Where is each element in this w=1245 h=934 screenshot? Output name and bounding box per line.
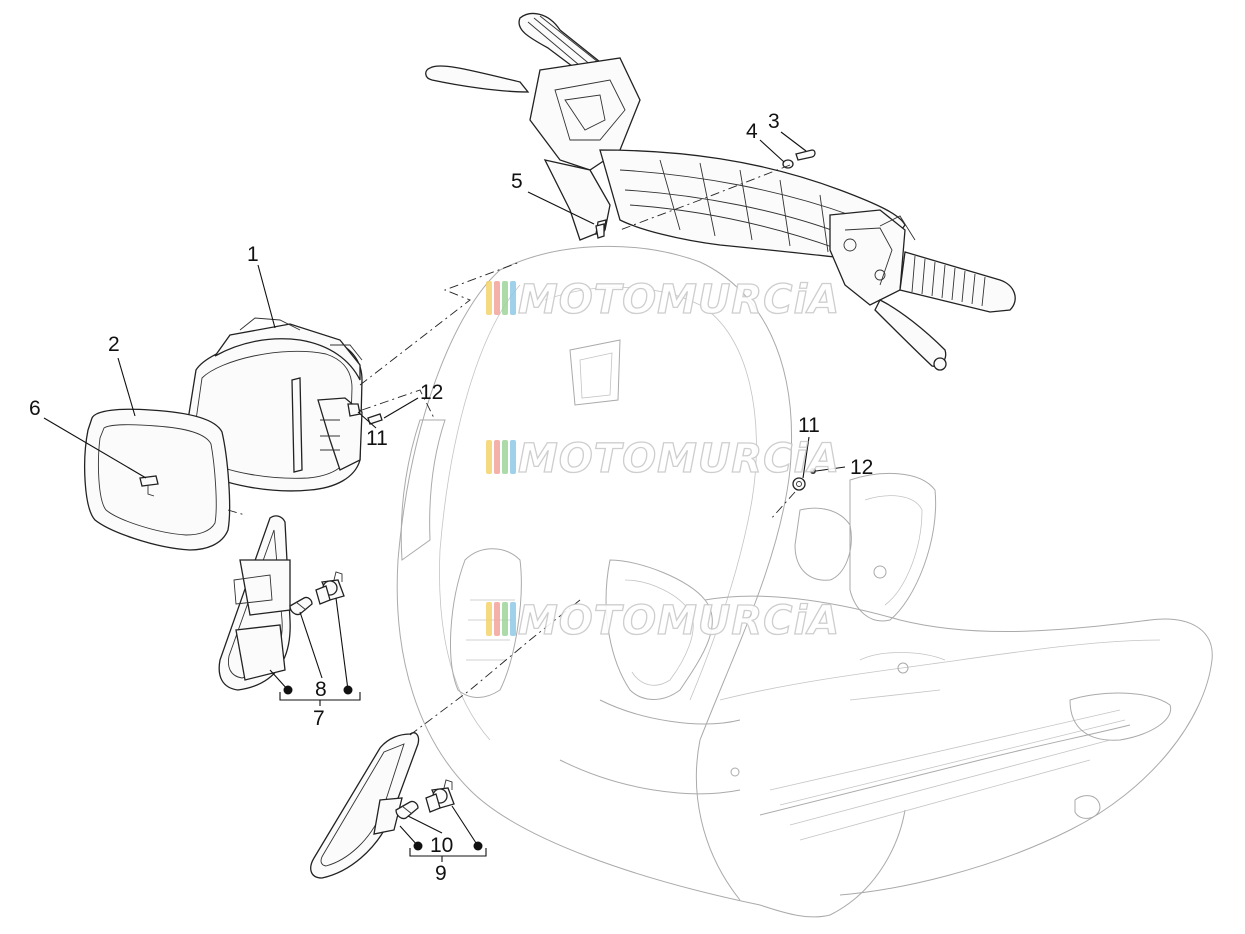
watermark-text: MOTOMURCiA xyxy=(518,277,840,323)
callout-2: 2 xyxy=(108,333,120,356)
callout-12-left: 12 xyxy=(420,381,443,404)
wm-stripe xyxy=(486,281,492,315)
callout-4: 4 xyxy=(746,120,758,143)
callout-8: 8 xyxy=(315,678,327,701)
wm-stripe xyxy=(486,440,492,474)
screw-part-5 xyxy=(595,223,605,239)
watermark-text: MOTOMURCiA xyxy=(518,436,840,482)
headlight-rim xyxy=(84,408,231,551)
callout-12-right: 12 xyxy=(850,456,873,479)
right-turn-signal xyxy=(310,732,420,879)
wm-stripe xyxy=(494,281,500,315)
callout-labels: 1 2 3 4 5 6 12 11 11 12 8 7 10 9 xyxy=(29,110,873,885)
bracket-dots xyxy=(283,685,483,851)
wm-stripe xyxy=(502,281,508,315)
leader-lines xyxy=(43,131,846,862)
right-bulb-holder xyxy=(425,779,455,813)
wm-stripe xyxy=(510,602,516,636)
wm-stripe xyxy=(502,440,508,474)
screw-part-3 xyxy=(795,149,816,161)
left-turn-signal xyxy=(218,515,291,691)
callout-11-right: 11 xyxy=(798,414,820,437)
wm-stripe xyxy=(494,602,500,636)
left-bulb-holder xyxy=(315,571,345,605)
callout-10: 10 xyxy=(430,834,453,857)
callout-5: 5 xyxy=(511,170,523,193)
callout-6: 6 xyxy=(29,397,41,420)
wm-stripe xyxy=(494,440,500,474)
washer-part-4 xyxy=(782,159,794,169)
right-bulb xyxy=(395,800,419,820)
wm-stripe xyxy=(510,281,516,315)
wm-stripe xyxy=(486,602,492,636)
handlebar-assembly xyxy=(425,12,1016,371)
callout-7: 7 xyxy=(313,707,325,730)
watermark-top: MOTOMURCiA xyxy=(486,276,840,324)
watermark-text: MOTOMURCiA xyxy=(518,598,840,644)
wm-stripe xyxy=(502,602,508,636)
left-bulb xyxy=(289,596,313,616)
assembly-dash-lines xyxy=(227,164,796,736)
callout-3: 3 xyxy=(768,110,780,133)
clip-part-11-left xyxy=(347,403,361,417)
callout-11-left: 11 xyxy=(366,427,388,450)
callout-1: 1 xyxy=(247,243,259,266)
watermark-middle: MOTOMURCiA xyxy=(486,435,840,483)
screw-part-12-right xyxy=(810,468,816,474)
clip-part-11-right xyxy=(792,477,806,491)
scooter-body-outline xyxy=(396,245,1213,918)
watermark-bottom: MOTOMURCiA xyxy=(486,597,840,645)
wm-stripe xyxy=(510,440,516,474)
callout-9: 9 xyxy=(435,862,447,885)
